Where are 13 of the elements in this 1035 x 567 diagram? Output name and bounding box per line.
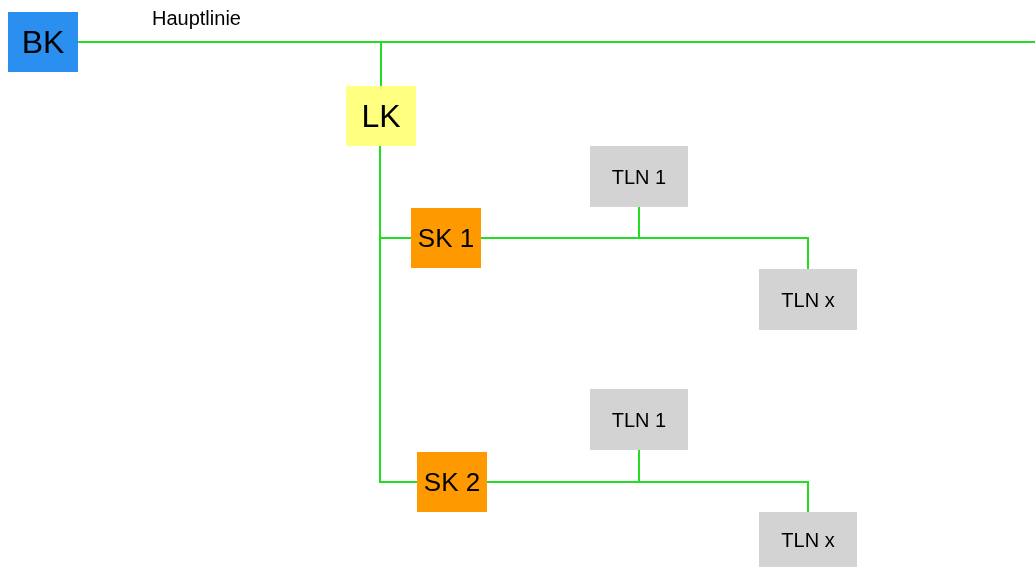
station-box: SK 2: [417, 452, 487, 512]
connector-line: [480, 237, 809, 270]
participant-box: TLN 1: [590, 146, 688, 207]
participant-box: TLN x: [759, 512, 857, 567]
participant-box: TLN x: [759, 269, 857, 330]
connector-line: [379, 145, 418, 483]
station-box: BK: [8, 12, 78, 72]
connector-line: [486, 481, 809, 513]
edge-label: Hauptlinie: [150, 8, 243, 28]
station-box: LK: [346, 86, 416, 146]
connector-line: [77, 41, 382, 87]
station-box: SK 1: [411, 208, 481, 268]
participant-box: TLN 1: [590, 389, 688, 450]
